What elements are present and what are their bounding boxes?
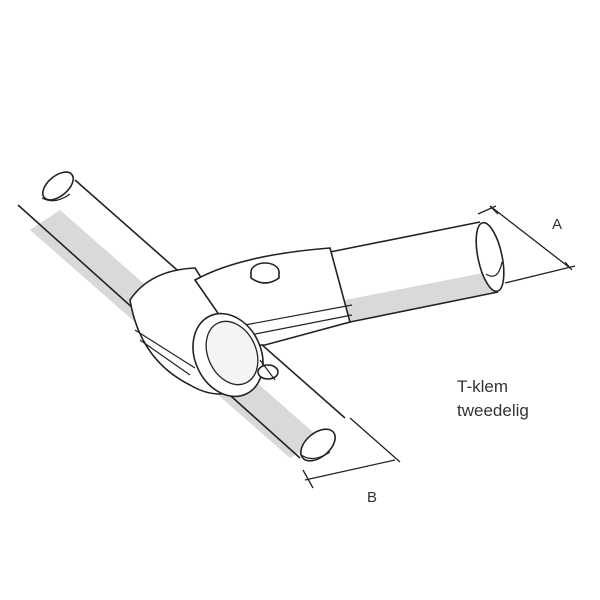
caption-line-2: tweedelig: [457, 401, 529, 420]
caption-line-1: T-klem: [457, 377, 508, 396]
dimension-a: [477, 205, 576, 284]
dimension-a-line: [489, 205, 571, 269]
bottom-bolt: [257, 364, 279, 380]
branch-tube-shading: [345, 272, 496, 322]
dimension-b-label: B: [367, 489, 377, 506]
dimension-b-line: [304, 459, 396, 481]
main-tube-top-end: [41, 171, 75, 201]
part-caption: T-klem tweedelig: [457, 375, 529, 423]
clamp-body: [129, 247, 353, 398]
dimension-a-label: A: [552, 216, 562, 233]
dimension-b: [302, 417, 401, 489]
